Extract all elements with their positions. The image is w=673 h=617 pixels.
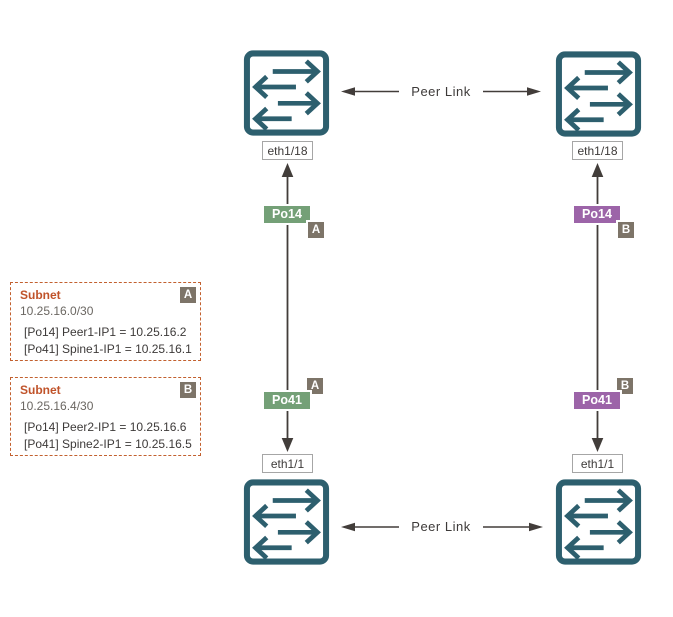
zone-badge-b: B <box>178 380 198 400</box>
switch-icon <box>243 479 330 565</box>
port-channel-badge-po41-left: Po41 <box>262 390 312 411</box>
subnet-entry: [Po14] Peer2-IP1 = 10.25.16.6 <box>24 420 187 434</box>
subnet-callout-b: B Subnet 10.25.16.4/30 [Po14] Peer2-IP1 … <box>10 377 201 456</box>
subnet-entry: [Po41] Spine2-IP1 = 10.25.16.5 <box>24 436 192 451</box>
switch-top-right <box>555 51 642 137</box>
port-channel-badge-po14-right: Po14 <box>572 204 622 225</box>
subnet-cidr: 10.25.16.4/30 <box>20 399 94 413</box>
port-channel-badge-po14-left: Po14 <box>262 204 312 225</box>
subnet-entry: [Po41] Spine1-IP1 = 10.25.16.1 <box>24 341 192 356</box>
subnet-title: Subnet <box>20 383 61 397</box>
peer-link-label-bottom: Peer Link <box>399 518 483 536</box>
zone-badge-a-top-left: A <box>306 220 326 240</box>
port-label-eth1-1-right: eth1/1 <box>572 454 623 473</box>
zone-badge-a: A <box>178 285 198 305</box>
port-label-eth1-1-left: eth1/1 <box>262 454 313 473</box>
subnet-callout-a: A Subnet 10.25.16.0/30 [Po14] Peer1-IP1 … <box>10 282 201 361</box>
switch-bottom-right <box>555 479 642 565</box>
port-channel-badge-po41-right: Po41 <box>572 390 622 411</box>
subnet-title: Subnet <box>20 288 61 302</box>
switch-icon <box>555 51 642 137</box>
peer-link-label-top: Peer Link <box>399 83 483 101</box>
port-label-eth1-18-right: eth1/18 <box>572 141 623 160</box>
subnet-cidr: 10.25.16.0/30 <box>20 304 94 318</box>
switch-top-left <box>243 50 330 136</box>
zone-badge-b-top-right: B <box>616 220 636 240</box>
switch-icon <box>243 50 330 136</box>
port-label-eth1-18-left: eth1/18 <box>262 141 313 160</box>
switch-bottom-left <box>243 479 330 565</box>
switch-icon <box>555 479 642 565</box>
subnet-entry: [Po14] Peer1-IP1 = 10.25.16.2 <box>24 325 187 339</box>
